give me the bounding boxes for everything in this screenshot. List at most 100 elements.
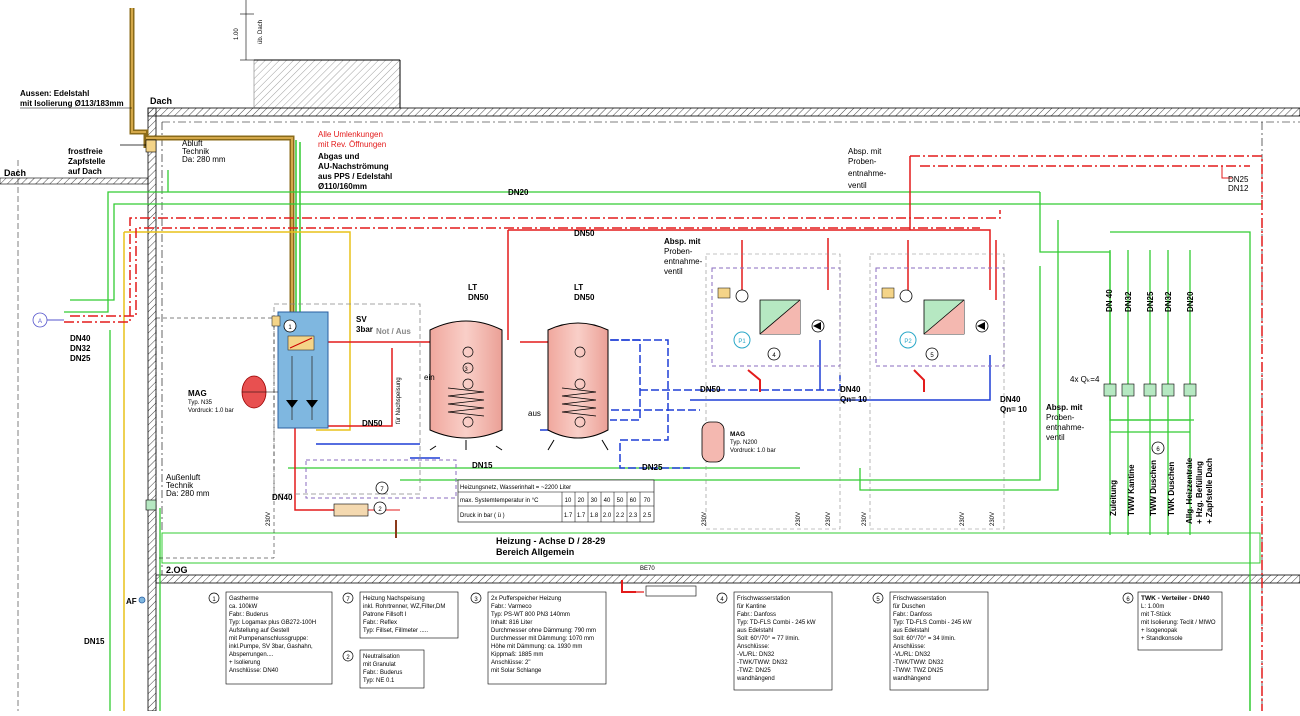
legend-line: Kippmaß: 1885 mm <box>491 652 543 658</box>
label-mag1: MAG <box>188 389 207 398</box>
label-tww-kantine: TWW Kantine <box>1127 464 1136 516</box>
legend-line: + Isolierung <box>229 660 260 666</box>
legend-line: wandhängend <box>892 676 931 682</box>
legend-number: 4 <box>720 597 724 603</box>
label-dn15-left: DN15 <box>84 637 105 646</box>
legend-line: aus Edelstahl <box>893 628 929 634</box>
label-ventil-right: ventil <box>1046 433 1065 442</box>
label-dn50-left: DN50 <box>362 419 383 428</box>
exhaust-damper <box>145 139 157 153</box>
legend-line: Frischwasserstation <box>893 596 946 602</box>
label-dn40-left: DN40 <box>272 493 293 502</box>
label-sv-bar: 3bar <box>356 325 373 334</box>
label-dn50-top: DN50 <box>574 229 595 238</box>
label-twk-duschen: TWK Duschen <box>1167 462 1176 516</box>
legend-line: mit Isolierung: Teclit / MIWO <box>1141 620 1216 626</box>
gas-boiler <box>271 311 329 429</box>
svg-text:3: 3 <box>464 367 468 373</box>
legend-line: Höhe mit Dämmung: ca. 1930 mm <box>491 644 582 650</box>
legend-line: TWK - Verteiler - DN40 <box>1141 595 1210 602</box>
label-dn40-qn2: DN40 <box>1000 395 1021 404</box>
legend-item-4: 4 Frischwasserstation für Kantine Fabr.:… <box>716 591 833 691</box>
table-cell: 50 <box>617 498 624 504</box>
fresh-water-station-duschen <box>881 287 989 349</box>
legend-line: Typ: NE 0.1 <box>363 678 395 684</box>
pipework <box>40 8 1263 711</box>
svg-text:4: 4 <box>772 353 776 359</box>
label-af: AF <box>126 597 137 606</box>
label-mag2-vordruck: Vordruck: 1.0 bar <box>730 448 776 454</box>
label-entnahme-mid: entnahme- <box>664 257 703 266</box>
neutralisation-box <box>333 503 369 517</box>
label-frostfrei: frostfreie <box>68 147 103 156</box>
label-dn25-vert: DN25 <box>1146 291 1155 312</box>
label-230v: 230V <box>702 512 708 526</box>
legend-item-1: 1 Gastherme ca. 100kW Fabr.: Buderus Typ… <box>208 591 333 685</box>
label-qn1: Qn= 10 <box>840 395 867 404</box>
label-qk: 4x Qₖ=4 <box>1070 375 1100 384</box>
legend-line: + Standkonsole <box>1141 636 1183 642</box>
table-cell: 70 <box>644 498 651 504</box>
legend-line: -TWZ: DN25 <box>737 668 771 674</box>
legend-line: Fabr.: Reflex <box>363 620 397 626</box>
label-dn25-a: DN25 <box>70 354 91 363</box>
legend-line: Gastherme <box>229 596 259 602</box>
legend-line: inkl.Pumpe, SV 3bar, Gashahn, <box>229 644 313 650</box>
label-aussen: Aussen: Edelstahl <box>20 89 89 98</box>
legend-line: Fabr.: Buderus <box>363 670 402 676</box>
label-abluft-technik: Technik <box>182 147 210 156</box>
label-be70: BE70 <box>640 566 655 572</box>
label-absp-mid: Absp. mit <box>664 237 701 246</box>
label-abluft-da: Da: 280 mm <box>182 155 226 164</box>
label-auf-dach: auf Dach <box>68 167 102 176</box>
legend-line: mit Pumpenanschlussgruppe: <box>229 636 308 642</box>
legend-line: aus Edelstahl <box>737 628 773 634</box>
table-cell: 2.2 <box>616 513 625 519</box>
label-sv: SV <box>356 315 367 324</box>
label-dn40-a: DN40 <box>70 334 91 343</box>
legend-number: 2 <box>346 655 350 661</box>
schematic-markers <box>32 312 1165 604</box>
label-not-aus: Not / Aus <box>376 327 411 336</box>
label-entnahme-right: entnahme- <box>1046 423 1085 432</box>
legend-line: Aufstellung auf Gestell <box>229 628 289 634</box>
label-230v: 230V <box>796 512 802 526</box>
legend-line: + Isogenopak <box>1141 628 1178 634</box>
legend-line: -TWK/TWW: DN32 <box>893 660 944 666</box>
magnet-vessel-2 <box>701 421 725 463</box>
label-nachspeisung: für Nachspeisung <box>396 377 402 424</box>
label-ab-dach: üb. Dach <box>258 20 264 44</box>
legend-number: 5 <box>876 597 880 603</box>
table-cell: 30 <box>591 498 598 504</box>
legend-line: Durchmesser mit Dämmung: 1070 mm <box>491 636 594 642</box>
legend-line: Fabr.: Danfoss <box>737 612 776 618</box>
label-height: 1.00 <box>234 28 240 40</box>
label-proben-right: Proben- <box>1046 413 1075 422</box>
legend-line: Soll: 60°/70° = 77 l/min. <box>737 636 800 642</box>
svg-text:6: 6 <box>1156 447 1160 453</box>
table-cell: 2.0 <box>603 513 612 519</box>
label-p1: P1 <box>738 339 746 345</box>
label-mag2-typ: Typ. N200 <box>730 440 758 446</box>
table-cell: 1.7 <box>577 513 586 519</box>
svg-text:2: 2 <box>378 507 382 513</box>
legend-line: Durchmesser ohne Dämmung: 790 mm <box>491 628 596 634</box>
label-umlenkungen: Alle Umlenkungen <box>318 130 383 139</box>
legend-line: Neutralisation <box>363 654 400 660</box>
table-cell: 1.7 <box>564 513 573 519</box>
label-230v: 230V <box>960 512 966 526</box>
legend-line: Anschlüsse: <box>737 644 770 650</box>
label-aussenluft: Außenluft <box>166 473 201 482</box>
label-dn20-vert: DN20 <box>1186 291 1195 312</box>
legend-line: -TWW: TWZ DN25 <box>893 668 944 674</box>
label-allg-heizzentrale: Allg. Heizzentrale <box>1185 457 1194 524</box>
label-dn32-a: DN32 <box>70 344 91 353</box>
legend-line: Inhalt: 816 Liter <box>491 620 532 626</box>
label-mag1-vordruck: Vordruck: 1.0 bar <box>188 408 234 414</box>
label-dn32-vert2: DN32 <box>1164 291 1173 312</box>
legend-item-5: 5 Frischwasserstation für Duschen Fabr.:… <box>872 591 989 691</box>
label-rev-oeffnungen: mit Rev. Öffnungen <box>318 140 386 149</box>
table-cell: 60 <box>630 498 637 504</box>
legend-line: Absperrungen.... <box>229 652 274 658</box>
legend-line: wandhängend <box>736 676 775 682</box>
